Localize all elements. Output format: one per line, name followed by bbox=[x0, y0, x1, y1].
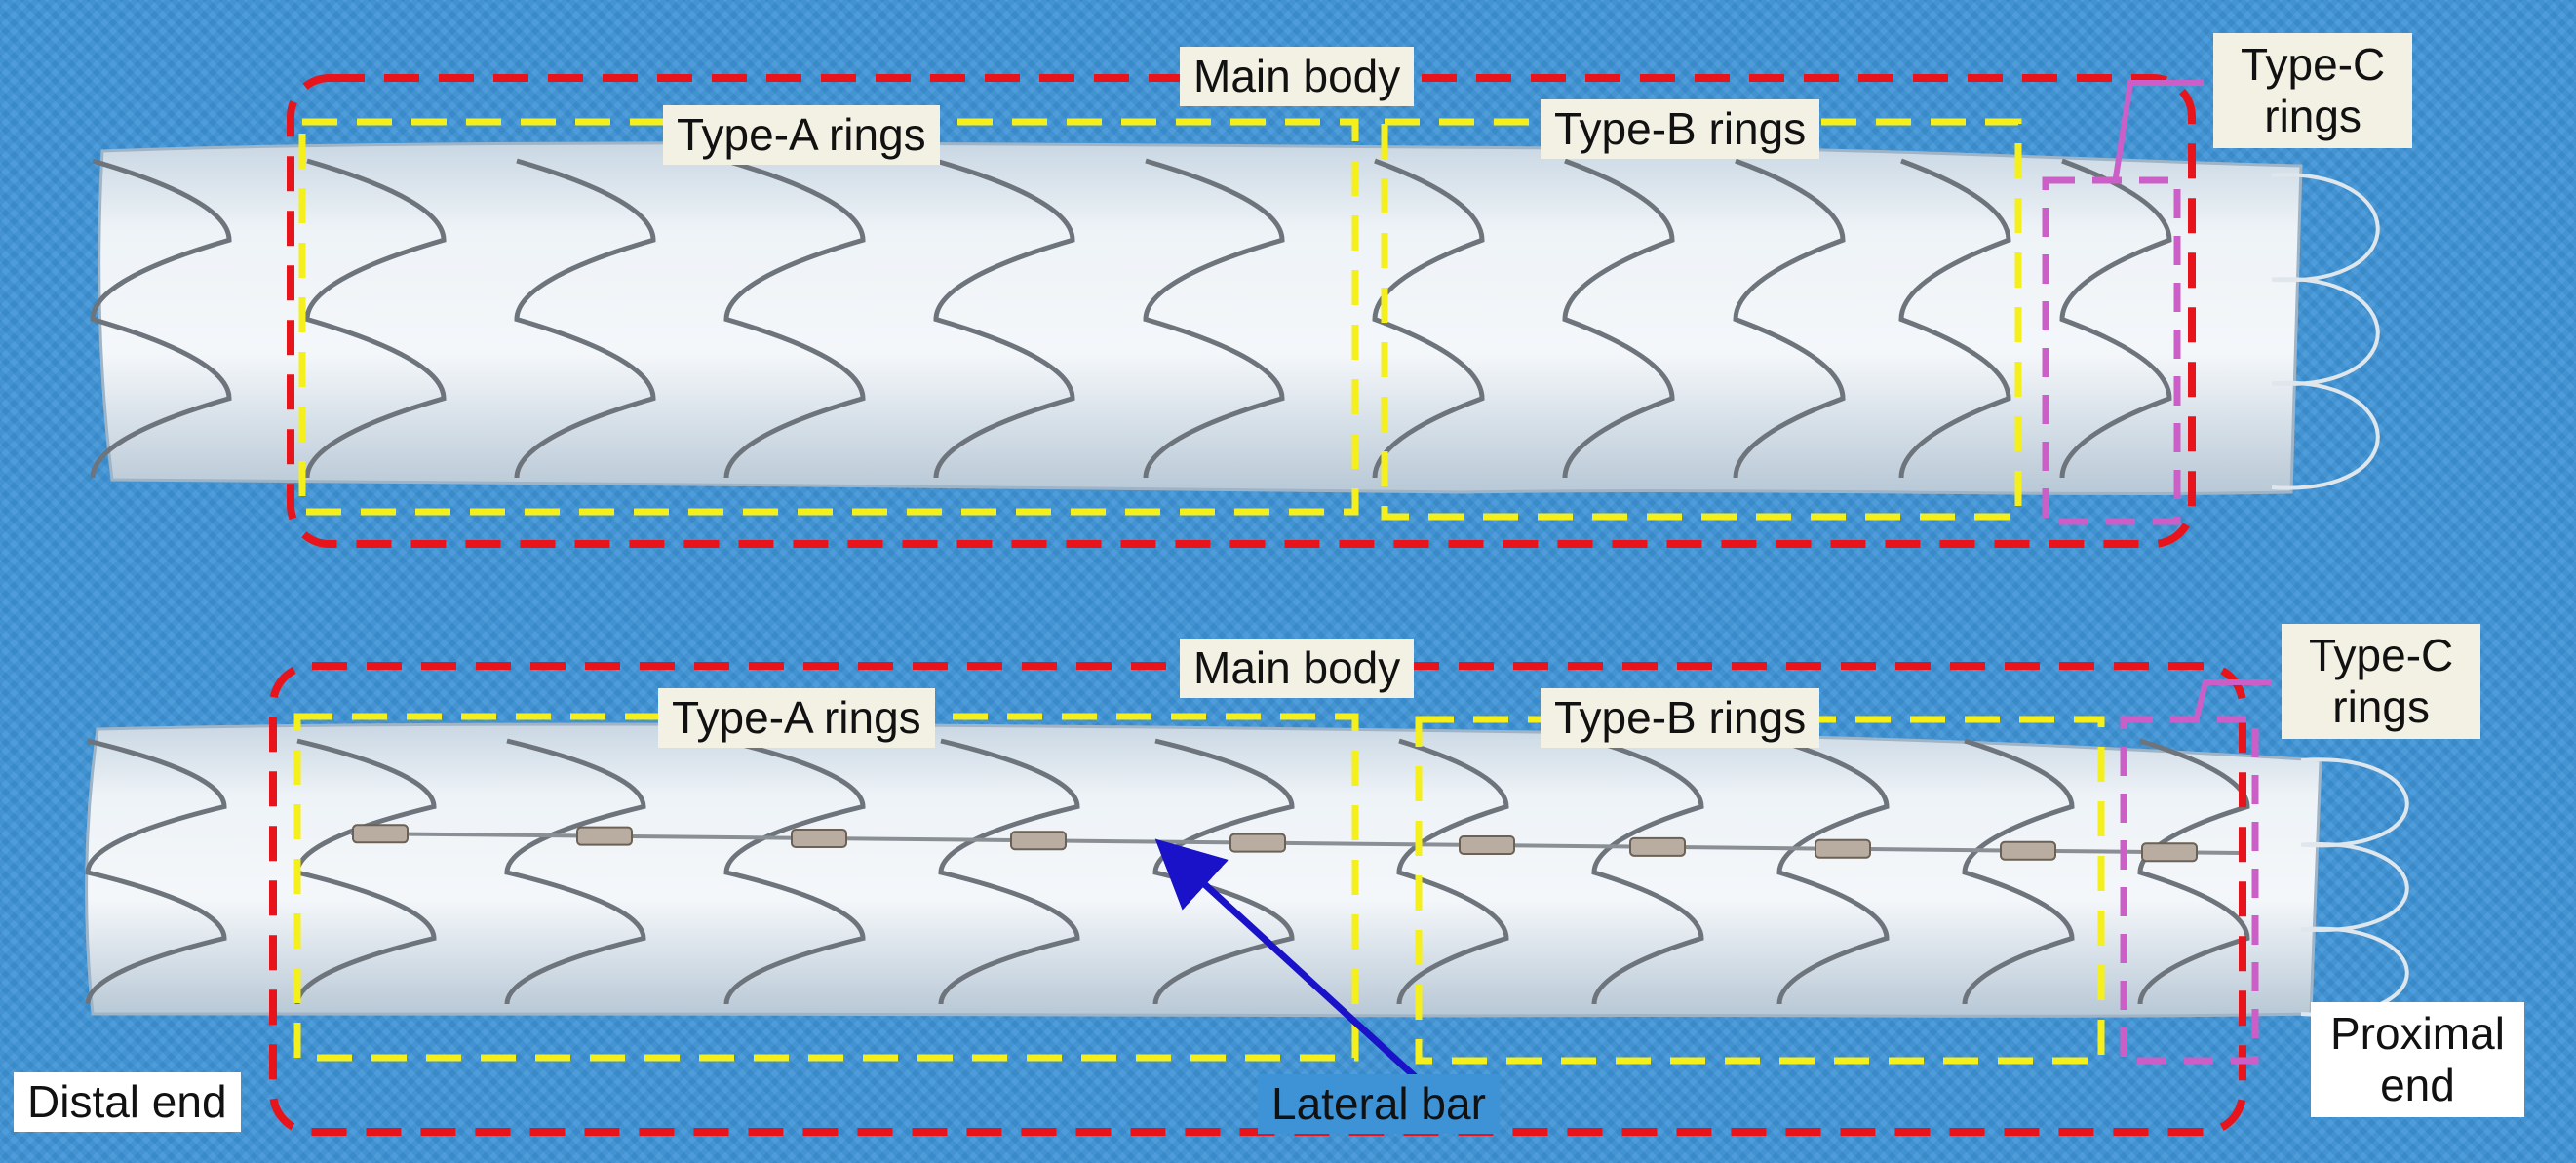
lateral-bar-arrow bbox=[1154, 838, 1422, 1083]
bottom-type-c-leader bbox=[2193, 679, 2272, 722]
top-ring-8 bbox=[1562, 158, 1675, 479]
proximal-end-line2: end bbox=[2380, 1059, 2455, 1110]
top-proximal-wire-1 bbox=[2271, 173, 2380, 283]
top-type-c-label: Type-C rings bbox=[2213, 33, 2413, 148]
top-zigzag-rings bbox=[90, 158, 2172, 479]
marker-6 bbox=[1459, 835, 1515, 856]
top-stent-graft bbox=[90, 141, 2380, 495]
top-type-a-label: Type-A rings bbox=[663, 105, 940, 165]
marker-8 bbox=[1815, 838, 1871, 859]
top-ring-1 bbox=[90, 158, 232, 479]
top-ring-10 bbox=[1898, 158, 2011, 479]
bottom-graft-tube bbox=[85, 722, 2322, 1018]
bottom-type-a-label: Type-A rings bbox=[658, 688, 935, 748]
top-ring-4 bbox=[723, 158, 866, 479]
top-ring-9 bbox=[1733, 158, 1846, 479]
top-main-body-label: Main body bbox=[1180, 47, 1415, 106]
top-ring-2 bbox=[304, 158, 447, 479]
bottom-type-c-label: Type-C rings bbox=[2282, 624, 2481, 739]
bottom-ring-9 bbox=[1776, 738, 1890, 1005]
proximal-end-line1: Proximal bbox=[2330, 1008, 2505, 1059]
bottom-main-body-label: Main body bbox=[1180, 639, 1415, 698]
top-ring-7 bbox=[1372, 158, 1485, 479]
bottom-proximal-wire-1 bbox=[2300, 757, 2409, 848]
distal-end-label: Distal end bbox=[14, 1072, 241, 1132]
bottom-ring-1 bbox=[85, 738, 227, 1005]
bottom-type-c-line2: rings bbox=[2332, 680, 2430, 732]
top-bare-proximal-wires bbox=[2271, 173, 2380, 490]
top-proximal-wire-2 bbox=[2271, 277, 2380, 386]
top-type-c-box bbox=[2042, 176, 2181, 525]
top-type-c-leader bbox=[2113, 80, 2204, 178]
lateral-bar-label: Lateral bar bbox=[1258, 1074, 1500, 1134]
bottom-type-b-label: Type-B rings bbox=[1541, 688, 1820, 748]
top-type-b-label: Type-B rings bbox=[1541, 99, 1820, 159]
bottom-ring-4 bbox=[723, 738, 866, 1005]
marker-7 bbox=[1629, 836, 1686, 857]
marker-5 bbox=[1229, 833, 1286, 853]
lateral-bar-wire bbox=[350, 832, 2244, 855]
bottom-ring-5 bbox=[938, 738, 1080, 1005]
marker-10 bbox=[2141, 842, 2198, 863]
top-ring-11 bbox=[2059, 158, 2172, 479]
bottom-ring-7 bbox=[1396, 738, 1509, 1005]
bottom-type-a-box bbox=[293, 713, 1359, 1062]
top-ring-6 bbox=[1143, 158, 1285, 479]
bottom-ring-11 bbox=[2137, 738, 2250, 1005]
marker-1 bbox=[352, 824, 409, 844]
top-main-body-box bbox=[287, 74, 2196, 548]
bottom-ring-10 bbox=[1962, 738, 2075, 1005]
bottom-proximal-wire-2 bbox=[2300, 842, 2409, 932]
top-proximal-wire-3 bbox=[2271, 380, 2380, 490]
top-ring-5 bbox=[933, 158, 1075, 479]
top-type-c-line1: Type-C bbox=[2241, 39, 2386, 90]
radiopaque-markers bbox=[352, 824, 2198, 863]
bottom-stent-graft bbox=[85, 722, 2409, 1018]
bottom-type-c-line1: Type-C bbox=[2309, 630, 2454, 680]
top-type-b-box bbox=[1381, 118, 2022, 521]
bottom-ring-8 bbox=[1591, 738, 1704, 1005]
marker-9 bbox=[2000, 840, 2056, 861]
top-type-c-line2: rings bbox=[2264, 90, 2361, 141]
bottom-type-c-box bbox=[2120, 716, 2259, 1065]
marker-4 bbox=[1010, 831, 1067, 851]
marker-2 bbox=[576, 826, 633, 846]
proximal-end-label: Proximal end bbox=[2311, 1002, 2524, 1117]
marker-3 bbox=[791, 828, 847, 848]
top-ring-3 bbox=[514, 158, 656, 479]
bottom-ring-3 bbox=[504, 738, 646, 1005]
